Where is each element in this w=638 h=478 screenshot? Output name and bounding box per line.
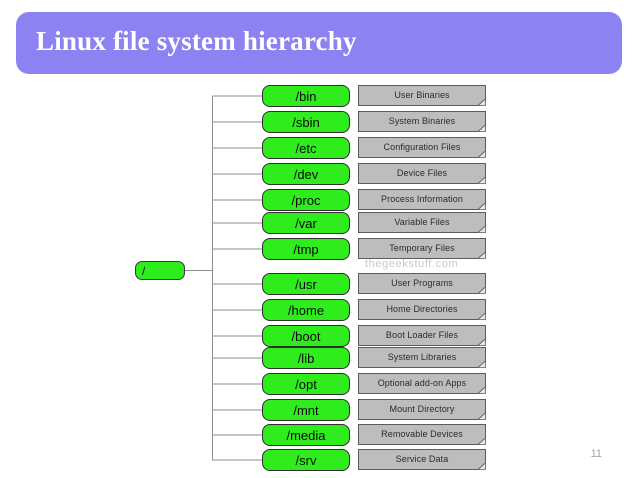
directory-description-box[interactable]: Removable Devices: [358, 424, 486, 445]
directory-description-box[interactable]: Optional add-on Apps: [358, 373, 486, 394]
page-number: 11: [590, 448, 602, 460]
directory-node[interactable]: /dev: [262, 163, 350, 185]
directory-description-box[interactable]: Mount Directory: [358, 399, 486, 420]
directory-description-box[interactable]: Process Information: [358, 189, 486, 210]
note-shape-icon: [358, 273, 486, 294]
note-shape-icon: [358, 399, 486, 420]
directory-description-label: Home Directories: [386, 303, 458, 314]
directory-description-label: Variable Files: [394, 216, 450, 227]
slide-title-banner: Linux file system hierarchy: [16, 12, 622, 74]
directory-description-box[interactable]: Service Data: [358, 449, 486, 470]
directory-path-label: /boot: [291, 328, 321, 344]
tree-root-node[interactable]: /: [135, 261, 185, 280]
directory-node[interactable]: /srv: [262, 449, 350, 471]
note-shape-icon: [358, 347, 486, 368]
directory-description-label: Device Files: [396, 167, 448, 178]
directory-description-label: User Binaries: [394, 89, 450, 100]
directory-path-label: /mnt: [293, 402, 319, 418]
directory-description-box[interactable]: Device Files: [358, 163, 486, 184]
directory-node[interactable]: /home: [262, 299, 350, 321]
directory-path-label: /proc: [291, 192, 321, 208]
directory-description-label: Optional add-on Apps: [377, 377, 467, 388]
directory-description-label: Process Information: [381, 193, 463, 204]
directory-description-box[interactable]: User Programs: [358, 273, 486, 294]
directory-path-label: /usr: [295, 276, 317, 292]
note-shape-icon: [358, 163, 486, 184]
directory-node[interactable]: /proc: [262, 189, 350, 211]
directory-path-label: /opt: [295, 376, 317, 392]
directory-description-box[interactable]: System Binaries: [358, 111, 486, 132]
note-shape-icon: [358, 189, 486, 210]
directory-path-label: /tmp: [293, 241, 319, 257]
note-shape-icon: [358, 373, 486, 394]
page-title: Linux file system hierarchy: [36, 26, 357, 56]
note-shape-icon: [358, 325, 486, 346]
directory-node[interactable]: /usr: [262, 273, 350, 295]
directory-path-label: /srv: [295, 452, 317, 468]
directory-description-box[interactable]: Home Directories: [358, 299, 486, 320]
directory-description-label: User Programs: [391, 277, 453, 288]
directory-node[interactable]: /lib: [262, 347, 350, 369]
directory-description-box[interactable]: Variable Files: [358, 212, 486, 233]
directory-node[interactable]: /etc: [262, 137, 350, 159]
directory-node[interactable]: /media: [262, 424, 350, 446]
directory-path-label: /sbin: [292, 114, 320, 130]
directory-path-label: /lib: [297, 350, 315, 366]
directory-path-label: /dev: [293, 166, 319, 182]
note-shape-icon: [358, 449, 486, 470]
directory-description-label: Temporary Files: [389, 242, 455, 253]
directory-path-label: /media: [286, 427, 326, 443]
directory-description-box[interactable]: Configuration Files: [358, 137, 486, 158]
directory-node[interactable]: /opt: [262, 373, 350, 395]
directory-description-label: Service Data: [395, 453, 449, 464]
directory-description-label: Configuration Files: [383, 141, 461, 152]
directory-description-label: Mount Directory: [389, 403, 455, 414]
note-shape-icon: [358, 424, 486, 445]
directory-node[interactable]: /bin: [262, 85, 350, 107]
directory-description-box[interactable]: System Libraries: [358, 347, 486, 368]
note-shape-icon: [358, 238, 486, 259]
watermark: thegeekstuff.com: [365, 258, 459, 270]
tree-root-label: /: [142, 264, 146, 278]
directory-node[interactable]: /sbin: [262, 111, 350, 133]
note-shape-icon: [358, 299, 486, 320]
note-shape-icon: [358, 85, 486, 106]
directory-path-label: /bin: [295, 88, 317, 104]
note-shape-icon: [358, 137, 486, 158]
directory-node[interactable]: /boot: [262, 325, 350, 347]
directory-description-label: System Binaries: [388, 115, 456, 126]
directory-path-label: /var: [295, 215, 317, 231]
directory-node[interactable]: /mnt: [262, 399, 350, 421]
directory-node[interactable]: /tmp: [262, 238, 350, 260]
directory-description-label: Boot Loader Files: [385, 329, 459, 340]
directory-description-box[interactable]: Boot Loader Files: [358, 325, 486, 346]
note-shape-icon: [358, 111, 486, 132]
directory-description-label: System Libraries: [387, 351, 457, 362]
directory-description-label: Removable Devices: [381, 428, 463, 439]
note-shape-icon: [358, 212, 486, 233]
directory-description-box[interactable]: Temporary Files: [358, 238, 486, 259]
directory-description-box[interactable]: User Binaries: [358, 85, 486, 106]
directory-path-label: /home: [287, 302, 325, 318]
directory-path-label: /etc: [295, 140, 317, 156]
directory-node[interactable]: /var: [262, 212, 350, 234]
